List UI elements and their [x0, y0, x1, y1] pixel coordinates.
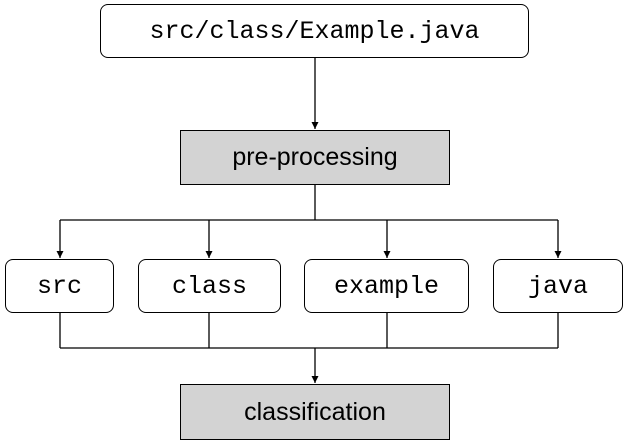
token-node-example: example	[304, 259, 469, 313]
token-node-src: src	[5, 259, 114, 313]
classification-node: classification	[180, 384, 450, 440]
token-node-java: java	[493, 259, 623, 313]
preprocessing-node: pre-processing	[180, 130, 450, 185]
input-file-node: src/class/Example.java	[100, 4, 529, 58]
token-node-class: class	[138, 259, 281, 313]
